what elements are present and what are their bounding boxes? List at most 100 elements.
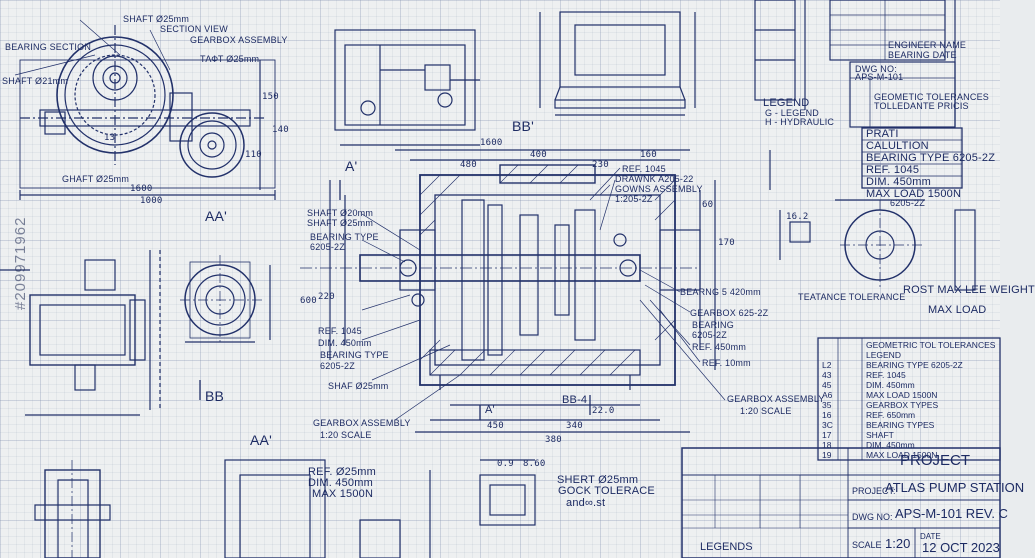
cdim-top-4: 160 <box>640 150 657 160</box>
tb-project-label: PROJECT: <box>852 486 896 496</box>
tl-dim-2: 1000 <box>140 196 163 206</box>
cdim-bot-0: 450 <box>487 421 504 431</box>
tl-dim-4: 140 <box>272 125 289 135</box>
cr-label-10: GEARBOX ASSEMBLY <box>727 394 825 404</box>
rd-label-0: ROST MAX LEE WEIGHT <box>903 284 1035 296</box>
cr-label-4: BEARNG 5 420mm <box>680 287 761 297</box>
cr-label-9: REF. 10mm <box>702 358 751 368</box>
cdim-side-3: 60 <box>702 200 714 210</box>
tolerance-row-text: DIM. 450mm <box>866 380 915 390</box>
tolerance-row-text: MAX LOAD 1500N <box>866 390 938 400</box>
lr-dim-2: 8.60 <box>523 459 546 469</box>
tb-date-label: DATE <box>920 532 941 541</box>
tb-dwg-value: APS-M-101 REV. C <box>895 506 1008 521</box>
section-arrows <box>199 180 591 420</box>
rd-label-4: 16.2 <box>786 212 809 222</box>
section-label-a-small: A' <box>485 404 495 416</box>
tolerance-row-text: BEARING TYPE 6205-2Z <box>866 360 963 370</box>
cr-label-3: 1:205-2Z <box>615 194 653 204</box>
cr-label-1: DRAWNK A205-22 <box>615 174 694 184</box>
tl-dim-3: 150 <box>262 92 279 102</box>
cdim-bot-3: 380 <box>545 435 562 445</box>
tolerance-row-text: DIM. 450mm <box>866 440 915 450</box>
cl-label-2: BEARING TYPE <box>310 232 379 242</box>
tolerance-row-text: GEARBOX TYPES <box>866 400 939 410</box>
tolerance-row-code: 19 <box>822 450 832 460</box>
cdim-side-0: 600 <box>300 296 317 306</box>
tl-label-5: SHAFT Ø21mm <box>2 76 69 86</box>
tolerance-row-code: A6 <box>822 390 833 400</box>
cl-label-5: DIM. 450mm <box>318 338 372 348</box>
trb-line-5: BEARING DATE <box>888 50 957 60</box>
cr-label-6: BEARING <box>692 320 734 330</box>
cl-label-8: SHAF Ø25mm <box>328 381 389 391</box>
lc-dim: DIM. 450mm <box>308 477 373 489</box>
cr-label-11: 1:20 SCALE <box>740 406 792 416</box>
tolerance-row-code: 35 <box>822 400 832 410</box>
tolerance-row-text: SHAFT <box>866 430 894 440</box>
cdim-side-1: 220 <box>318 292 335 302</box>
cdim-bot-2: 340 <box>566 421 583 431</box>
tolerance-row-text: REF. 650mm <box>866 410 916 420</box>
tb-dwg-label: DWG NO: <box>852 512 893 522</box>
trb-line-3: TOLLEDANTE PRICIS <box>874 101 969 111</box>
cl-label-7: 6205-2Z <box>320 361 355 371</box>
cr-label-8: REF. 450mm <box>692 342 747 352</box>
cl-label-9: GEARBOX ASSEMBLY <box>313 418 411 428</box>
rd-label-3: 6205-2Z <box>890 198 925 208</box>
cdim-bot-1: 22.0 <box>592 406 615 416</box>
cdim-top-2: 480 <box>460 160 477 170</box>
cdim-top-1: 400 <box>530 150 547 160</box>
section-aa-left <box>0 250 271 416</box>
tl-label-7: GHAFT Ø25mm <box>62 174 130 184</box>
watermark: #209971962 <box>12 216 29 310</box>
cr-label-2: GOWNS ASSEMBLY <box>615 184 703 194</box>
trb-line-4: ENGINEER NAME <box>888 40 967 50</box>
tolerance-row-code: L2 <box>822 360 832 370</box>
spec-row-3: DIM. 450mm <box>866 176 931 188</box>
lr-note-1: SHERT Ø25mm <box>557 474 639 486</box>
tolerance-row-code: 3C <box>822 420 833 430</box>
legend-g: G - LEGEND <box>765 108 820 118</box>
tl-label-6: ТАФТ Ø25mm <box>200 54 260 64</box>
tl-label-3: GEARBOX ASSEMBLY <box>190 35 288 45</box>
lr-note-3: and∞.st <box>566 497 606 509</box>
spec-row-1: BEARING TYPE 6205-2Z <box>866 152 996 164</box>
cr-label-0: REF. 1045 <box>622 164 666 174</box>
tb-scale-value: 1:20 <box>885 536 911 551</box>
tolerance-row-code: 16 <box>822 410 832 420</box>
lc-ref: REF. Ø25mm <box>308 466 377 478</box>
bottom-left-parts <box>34 459 536 558</box>
cdim-side-2: 170 <box>718 238 735 248</box>
tb-project-title: PROJECT <box>900 452 971 469</box>
rd-label-1: MAX LOAD <box>928 304 987 316</box>
section-label-bb-left: BB <box>205 388 225 404</box>
lr-dim-1: 0.9 <box>497 459 514 469</box>
tolerance-row-text: MAX LOAD 1500N <box>866 450 938 460</box>
tolerance-row-text: LEGEND <box>866 350 901 360</box>
tb-date-value: 12 OCT 2023 <box>922 540 1000 555</box>
tl-label-2: SECTION VIEW <box>160 24 228 34</box>
tolerance-row-text: GEOMETRIC TOL TOLERANCES <box>866 340 996 350</box>
tolerance-row-text: BEARING TYPES <box>866 420 935 430</box>
schematic-top-center <box>334 29 480 146</box>
trb-line-2: GEOMETIC TOLERANCES <box>874 92 989 102</box>
cdim-top-0: 1600 <box>480 138 503 148</box>
section-label-bb-top: BB' <box>512 118 534 134</box>
tl-dim-6: 13 <box>104 133 116 143</box>
tl-label-4: BEARING SECTION <box>5 42 92 52</box>
cl-label-10: 1:20 SCALE <box>320 430 372 440</box>
top-right-box <box>829 0 956 128</box>
section-label-b4: BB-4 <box>562 394 588 406</box>
section-label-aa-left: AA' <box>205 208 227 224</box>
tb-scale-label: SCALE <box>852 540 882 550</box>
tl-dim-1: 1600 <box>130 184 153 194</box>
trb-line-0: DWG NO: <box>855 64 897 74</box>
tolerance-table-frame <box>817 337 1001 461</box>
spec-row-4: MAX LOAD 1500N <box>866 188 962 200</box>
lc-max: MAX 1500N <box>312 488 374 500</box>
section-label-a: A' <box>345 158 358 174</box>
tb-legends: LEGENDS <box>700 541 753 553</box>
right-detail <box>769 150 976 291</box>
